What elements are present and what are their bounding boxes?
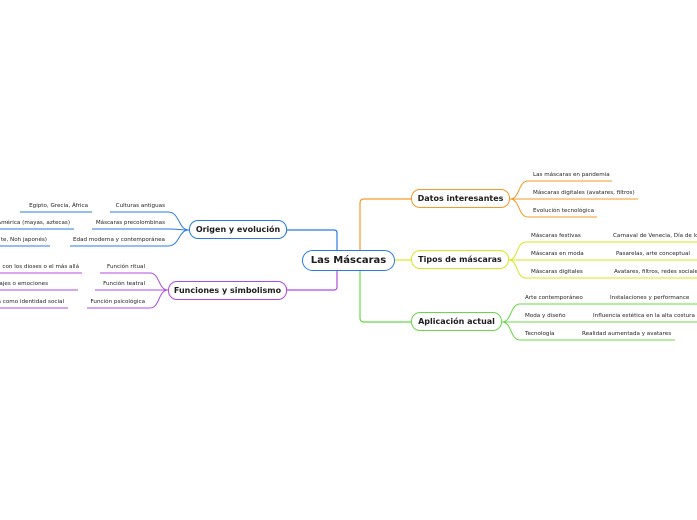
tipos-item-detail[interactable]: Avatares, filtros, redes sociales [614,269,697,275]
connector-datos [359,198,411,261]
connector-aplicacion [359,260,411,323]
connector-funciones [287,271,338,291]
datos-item-label[interactable]: Máscaras digitales (avatares, filtros) [533,190,635,196]
aplicacion-item-label[interactable]: Moda y diseño [525,313,566,319]
tipos-item-label[interactable]: Máscaras digitales [531,269,583,275]
funciones-item-label[interactable]: Función teatral [103,281,145,287]
funciones-item-detail[interactable]: a como identidad social [0,299,64,305]
branch-origen[interactable]: Origen y evolución [189,220,287,239]
tipos-item-detail[interactable]: Carnaval de Venecia, Día de los [613,233,697,239]
funciones-item-detail[interactable]: con los dioses o el más allá [2,264,79,270]
funciones-item-label[interactable]: Función ritual [107,264,145,270]
origen-item-label[interactable]: Culturas antiguas [115,203,165,209]
tipos-item-label[interactable]: Máscaras festivas [531,233,581,239]
tipos-item-label[interactable]: Máscaras en moda [531,251,584,257]
branch-funciones[interactable]: Funciones y simbolismo [168,281,287,300]
branch-tipos[interactable]: Tipos de máscaras [411,250,509,269]
funciones-item-detail[interactable]: de personajes o emociones [0,281,48,287]
aplicacion-item-detail[interactable]: Instalaciones y performance [610,295,690,301]
funciones-item-label[interactable]: Función psicológica [90,299,145,305]
origen-item-detail[interactable]: te, Noh japonés) [0,237,47,243]
connector-origen [287,229,338,250]
origen-item-label[interactable]: Edad moderna y contemporánea [73,237,165,243]
branch-aplicacion[interactable]: Aplicación actual [411,312,502,331]
origen-item-label[interactable]: Máscaras precolombinas [95,220,165,226]
branch-datos[interactable]: Datos interesantes [411,189,510,208]
datos-item-label[interactable]: Evolución tecnológica [533,208,595,214]
aplicacion-item-label[interactable]: Arte contemporáneo [525,295,583,301]
origen-item-detail[interactable]: Egipto, Grecia, África [29,203,88,209]
origen-item-detail[interactable]: América (mayas, aztecas) [0,220,70,226]
datos-item-label[interactable]: Las máscaras en pandemia [533,172,610,178]
aplicacion-item-detail[interactable]: Realidad aumentada y avatares [582,331,672,337]
root-node[interactable]: Las Máscaras [302,250,395,271]
aplicacion-item-detail[interactable]: Influencia estética en la alta costura [593,313,695,319]
aplicacion-item-label[interactable]: Tecnología [525,331,555,337]
tipos-item-detail[interactable]: Pasarelas, arte conceptual [616,251,690,257]
